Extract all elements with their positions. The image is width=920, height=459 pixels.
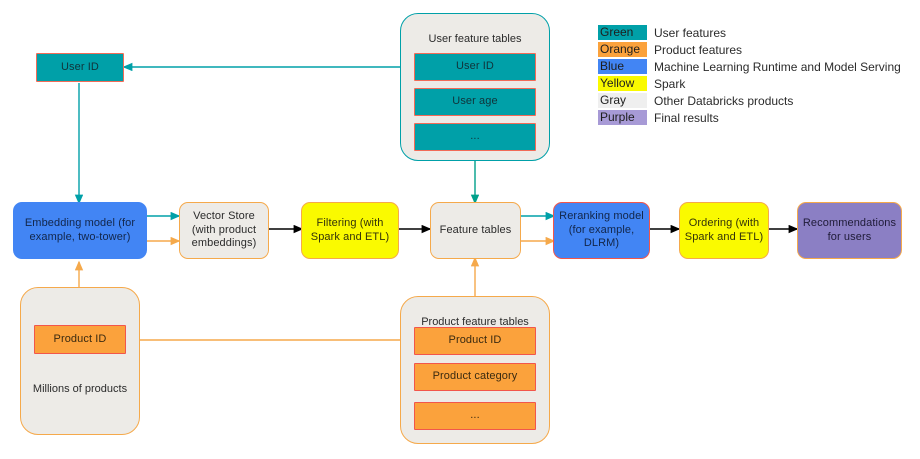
legend-desc-gray: Other Databricks products [654,93,794,108]
legend-row: Green User features [598,24,901,41]
vector-store-node[interactable]: Vector Store (with product embeddings) [179,202,269,259]
filtering-node[interactable]: Filtering (with Spark and ETL) [301,202,399,259]
legend-desc-yellow: Spark [654,76,686,91]
feature-tables-node[interactable]: Feature tables [430,202,521,259]
product-feature-row-product-category[interactable]: Product category [414,363,536,391]
reranking-model-node[interactable]: Reranking model (for example, DLRM) [553,202,650,259]
embedding-model-node[interactable]: Embedding model (for example, two-tower) [13,202,147,259]
user-feature-tables-title: User feature tables [428,33,522,45]
millions-of-products-note: Millions of products [32,383,128,395]
legend-key-purple: Purple [598,110,647,125]
user-feature-row-user-id[interactable]: User ID [414,53,536,81]
millions-of-products-panel: Millions of products [20,287,140,435]
legend-key-green: Green [598,25,647,40]
legend-key-yellow: Yellow [598,76,647,91]
legend-key-gray: Gray [598,93,647,108]
legend-row: Gray Other Databricks products [598,92,901,109]
legend-row: Orange Product features [598,41,901,58]
legend-key-orange: Orange [598,42,647,57]
legend-desc-green: User features [654,25,727,40]
ordering-node[interactable]: Ordering (with Spark and ETL) [679,202,769,259]
user-id-node[interactable]: User ID [36,53,124,82]
legend-row: Blue Machine Learning Runtime and Model … [598,58,901,75]
legend-desc-blue: Machine Learning Runtime and Model Servi… [654,59,901,74]
legend-desc-orange: Product features [654,42,743,57]
user-feature-row-more[interactable]: ... [414,123,536,151]
legend-row: Yellow Spark [598,75,901,92]
legend: Green User features Orange Product featu… [598,24,901,126]
product-feature-row-more[interactable]: ... [414,402,536,430]
legend-key-blue: Blue [598,59,647,74]
product-feature-tables-title: Product feature tables [421,316,529,328]
recommendations-node[interactable]: Recommendations for users [797,202,902,259]
product-id-node[interactable]: Product ID [34,325,126,354]
product-feature-row-product-id[interactable]: Product ID [414,327,536,355]
legend-row: Purple Final results [598,109,901,126]
user-feature-row-user-age[interactable]: User age [414,88,536,116]
legend-desc-purple: Final results [654,110,719,125]
